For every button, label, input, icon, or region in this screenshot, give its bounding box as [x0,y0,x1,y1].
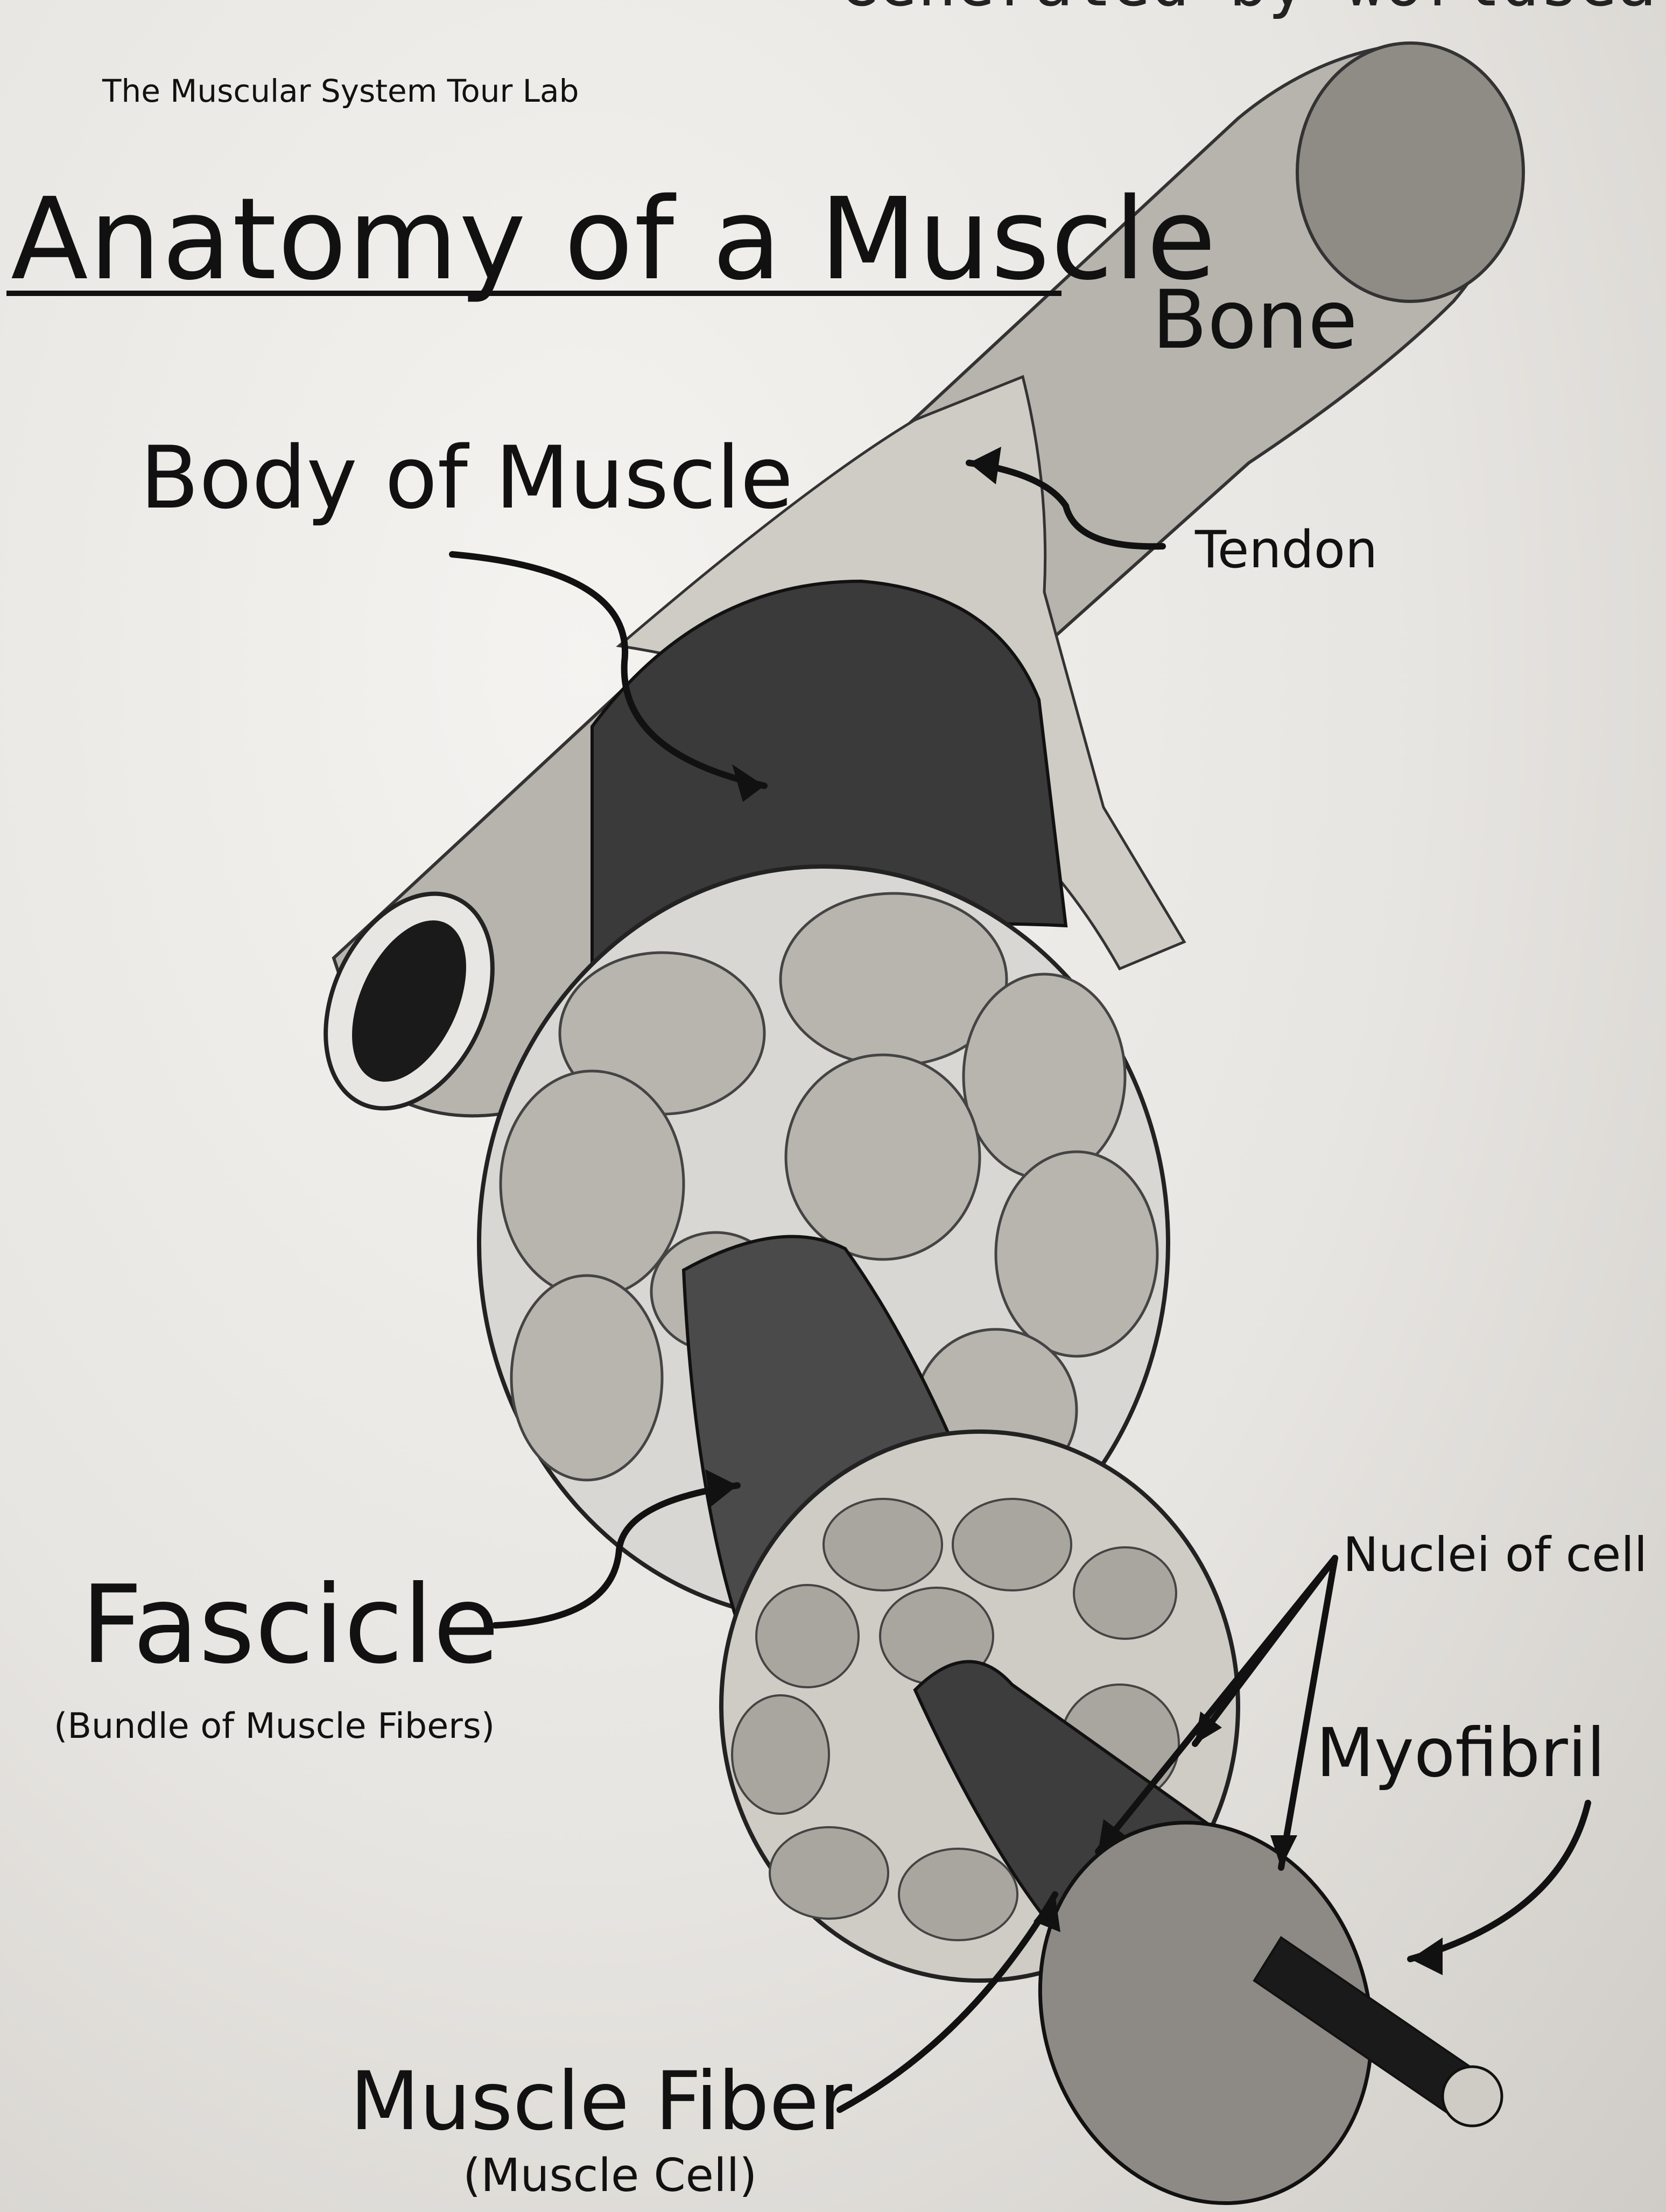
label-muscle-fiber: Muscle Fiber [350,2061,852,2142]
worksheet-header: The Muscular System Tour Lab [102,75,579,107]
label-bone: Bone [1152,280,1358,361]
label-fascicle: Fascicle [81,1572,500,1679]
page-title: Anatomy of a Muscle [11,183,1217,296]
title-underline [6,291,1062,296]
bone-head [1297,43,1523,301]
label-muscle-fiber-note: (Muscle Cell) [463,2153,757,2199]
page-top-cut-text: Generated by worldsea [840,0,1656,16]
label-myofibril: Myofibril [1316,1720,1605,1787]
nuclei-arrow-3 [1281,1558,1335,1868]
label-tendon: Tendon [1195,525,1377,576]
myofibril-end [1443,2067,1502,2126]
label-fascicle-note: (Bundle of Muscle Fibers) [54,1709,495,1744]
myofibril-arrow [1410,1803,1588,1959]
label-nuclei: Nuclei of cell [1343,1531,1647,1579]
label-body-of-muscle: Body of Muscle [140,425,793,530]
